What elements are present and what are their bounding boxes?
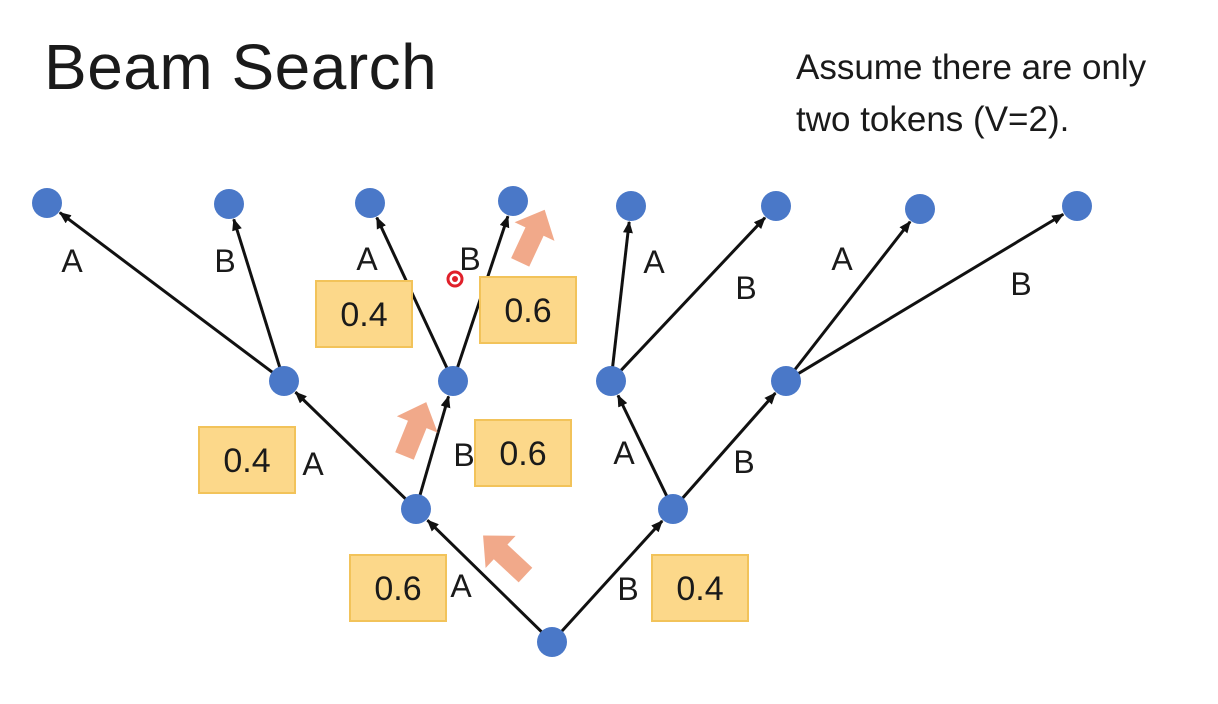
edge-token-label: B (617, 571, 638, 607)
tree-node (537, 627, 567, 657)
probability-box (198, 426, 296, 494)
edge-token-label: A (643, 244, 665, 280)
edge-token-label: B (459, 241, 480, 277)
probability-value: 0.4 (223, 442, 270, 480)
tree-node (616, 191, 646, 221)
tree-node (498, 186, 528, 216)
tree-edge-arrow (294, 391, 408, 502)
probability-box (479, 276, 577, 344)
tree-edge-arrow (680, 392, 777, 501)
edge-token-label: A (302, 446, 324, 482)
probability-box (474, 419, 572, 487)
tree-node (658, 494, 688, 524)
tree-node (355, 188, 385, 218)
probability-value: 0.4 (340, 296, 387, 334)
tree-edge-arrow (796, 212, 1065, 376)
tree-edge-arrow (232, 218, 282, 370)
tree-node (771, 366, 801, 396)
tree-edge-arrow (426, 519, 544, 634)
edge-token-label: B (733, 444, 754, 480)
edge-token-label: A (831, 241, 853, 277)
tree-node (214, 189, 244, 219)
edge-token-label: A (356, 241, 378, 277)
beam-path-arrow (483, 535, 533, 583)
tree-node (269, 366, 299, 396)
tree-node (1062, 191, 1092, 221)
probability-value: 0.6 (504, 292, 551, 330)
probability-box (349, 554, 447, 622)
pointer-icon (446, 270, 464, 288)
edge-token-label: B (1010, 266, 1031, 302)
edge-token-label: A (61, 243, 83, 279)
slide-note: Assume there are only two tokens (V=2). (796, 42, 1146, 146)
probability-value: 0.6 (499, 435, 546, 473)
tree-edge-arrow (418, 395, 451, 497)
edge-token-label: B (735, 270, 756, 306)
beam-path-arrow (511, 209, 555, 267)
edge-token-label: B (453, 437, 474, 473)
tree-node (596, 366, 626, 396)
edge-token-label: A (613, 435, 635, 471)
tree-edge-arrow (58, 211, 275, 375)
tree-edge-arrow (616, 394, 669, 498)
tree-node (905, 194, 935, 224)
probability-value: 0.6 (374, 570, 421, 608)
tree-edge-arrow (792, 220, 912, 372)
probability-value: 0.4 (676, 570, 723, 608)
slide-note-line: two tokens (V=2). (796, 100, 1070, 139)
tree-edge-arrow (618, 216, 767, 373)
tree-node (438, 366, 468, 396)
beam-path-arrow (395, 402, 438, 460)
tree-edge-arrow (559, 519, 664, 634)
slide-title: Beam Search (44, 31, 438, 103)
slide-note-line: Assume there are only (796, 48, 1147, 87)
edge-token-label: A (450, 568, 472, 604)
tree-node (761, 191, 791, 221)
tree-node (401, 494, 431, 524)
tree-node (32, 188, 62, 218)
probability-box (315, 280, 413, 348)
edge-token-label: B (214, 243, 235, 279)
probability-box (651, 554, 749, 622)
tree-edge-arrow (610, 220, 633, 369)
pointer-icon-center (452, 276, 458, 282)
